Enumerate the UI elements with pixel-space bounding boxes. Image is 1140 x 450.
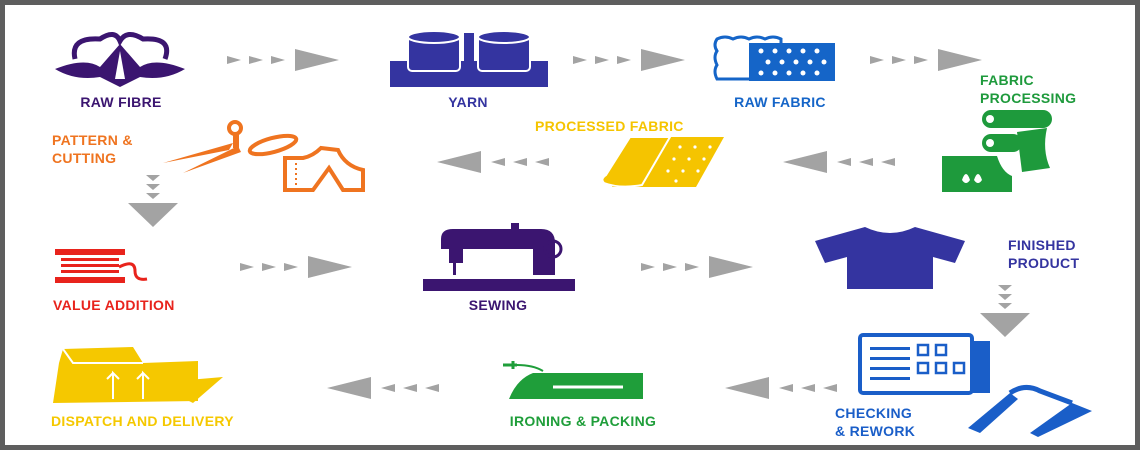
step-label-value-addition: VALUE ADDITION	[53, 297, 175, 313]
label-line: FINISHED	[1008, 237, 1076, 253]
fabric-dyeing-icon	[942, 110, 1052, 192]
scissors-pattern-icon	[163, 120, 365, 192]
arrow-right-icon	[870, 49, 982, 71]
label-line: PATTERN &	[52, 132, 133, 148]
sewing-machine-icon	[423, 223, 575, 291]
arrow-right-icon	[227, 49, 339, 71]
arrow-down-icon	[128, 175, 178, 227]
label-line: CHECKING	[835, 405, 913, 421]
arrow-right-icon	[573, 49, 685, 71]
knit-fabric-icon	[713, 35, 835, 81]
step-label-raw-fabric: RAW FABRIC	[734, 94, 826, 110]
arrow-left-icon	[437, 151, 549, 173]
t-shirt-icon	[815, 227, 965, 289]
step-label-dispatch-delivery: DISPATCH AND DELIVERY	[51, 413, 234, 429]
step-label-yarn: YARN	[448, 94, 488, 110]
cotton-boll-icon	[55, 32, 185, 87]
label-line: FABRIC	[980, 72, 1034, 88]
step-label-processed-fabric: PROCESSED FABRIC	[535, 118, 684, 134]
checklist-tweezers-icon	[858, 333, 1092, 437]
boxes-icon	[53, 347, 223, 403]
arrow-left-icon	[725, 377, 837, 399]
arrow-left-icon	[327, 377, 439, 399]
step-label-ironing-packing: IRONING & PACKING	[509, 413, 657, 429]
iron-icon	[503, 361, 643, 399]
label-line: & REWORK	[835, 423, 916, 439]
arrow-down-icon	[980, 285, 1030, 337]
step-label-finished-product: FINISHED PRODUCT	[1008, 236, 1079, 272]
thread-spool-icon	[55, 249, 148, 283]
arrow-left-icon	[783, 151, 895, 173]
arrow-right-icon	[641, 256, 753, 278]
yarn-spools-icon	[390, 30, 548, 87]
label-line: CUTTING	[52, 150, 117, 166]
step-label-checking-rework: CHECKING & REWORK	[835, 404, 915, 440]
step-label-pattern-cutting: PATTERN & CUTTING	[52, 131, 133, 167]
arrow-right-icon	[240, 256, 352, 278]
label-line: PRODUCT	[1008, 255, 1080, 271]
step-label-sewing: SEWING	[468, 297, 528, 313]
step-label-raw-fibre: RAW FIBRE	[80, 94, 162, 110]
step-label-fabric-processing: FABRIC PROCESSING	[980, 71, 1076, 107]
label-line: PROCESSING	[980, 90, 1077, 106]
fabric-roll-icon	[601, 136, 724, 188]
